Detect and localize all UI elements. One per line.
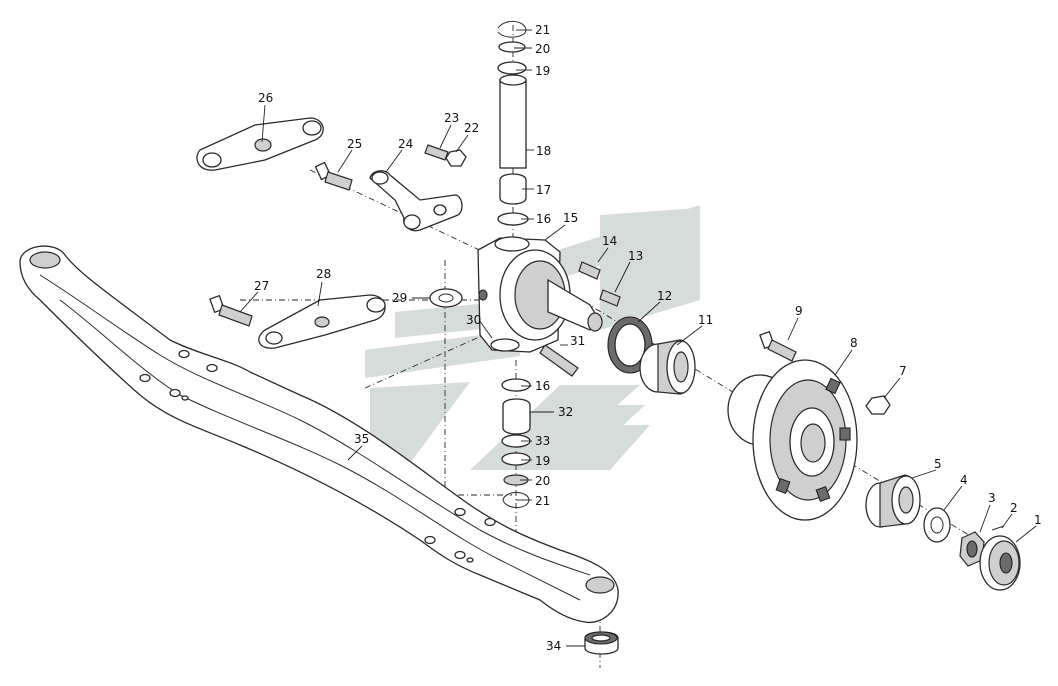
callout-22: 22 bbox=[464, 121, 479, 135]
bolt-14 bbox=[578, 261, 601, 280]
washer-4 bbox=[923, 507, 951, 543]
callout-25: 25 bbox=[347, 137, 362, 151]
callout-32: 32 bbox=[558, 405, 573, 419]
callout-33: 33 bbox=[535, 434, 550, 448]
callout-2: 2 bbox=[1010, 501, 1018, 515]
kingpin-lower bbox=[501, 378, 531, 508]
callout-23: 23 bbox=[444, 111, 459, 125]
callout-9: 9 bbox=[795, 304, 803, 318]
bolt-23 bbox=[424, 144, 449, 161]
pin-2 bbox=[991, 525, 1005, 531]
bolt-13 bbox=[599, 289, 621, 307]
bearing-5 bbox=[865, 474, 921, 528]
grease-fitting-30 bbox=[478, 289, 488, 301]
callout-19-bottom: 19 bbox=[535, 454, 550, 468]
hub-8 bbox=[727, 359, 858, 521]
callout-8: 8 bbox=[850, 336, 858, 350]
callout-16-top: 16 bbox=[536, 212, 551, 226]
callout-17: 17 bbox=[536, 183, 551, 197]
arm-28 bbox=[258, 294, 386, 349]
callout-27: 27 bbox=[254, 279, 269, 293]
axle-beam bbox=[19, 245, 619, 624]
arm-26 bbox=[196, 117, 324, 171]
bolt-31 bbox=[539, 344, 579, 377]
bushing-34 bbox=[584, 631, 619, 655]
callout-18: 18 bbox=[536, 144, 551, 158]
callout-20-top: 20 bbox=[535, 42, 550, 56]
callout-19-top: 19 bbox=[535, 64, 550, 78]
callout-14: 14 bbox=[602, 234, 617, 248]
bolt-25 bbox=[314, 161, 353, 191]
callout-11: 11 bbox=[698, 313, 713, 327]
kingpin-upper bbox=[497, 21, 529, 226]
callout-31: 31 bbox=[570, 334, 585, 348]
callout-35: 35 bbox=[354, 432, 369, 446]
callout-16-bottom: 16 bbox=[535, 379, 550, 393]
washer-29 bbox=[429, 288, 463, 308]
callout-20-bottom: 20 bbox=[535, 474, 550, 488]
callout-12: 12 bbox=[657, 289, 672, 303]
callout-3: 3 bbox=[988, 491, 996, 505]
leader-lines bbox=[239, 29, 1037, 647]
cap-1 bbox=[979, 535, 1021, 591]
steering-knuckle bbox=[477, 236, 603, 353]
callout-7: 7 bbox=[899, 364, 907, 378]
callout-28: 28 bbox=[316, 267, 331, 281]
callout-24: 24 bbox=[398, 137, 413, 151]
callout-26: 26 bbox=[258, 91, 273, 105]
callout-4: 4 bbox=[960, 473, 968, 487]
callout-1: 1 bbox=[1034, 513, 1042, 527]
bearing-11 bbox=[639, 339, 696, 395]
arm-24 bbox=[369, 170, 463, 232]
callout-21-top: 21 bbox=[535, 23, 550, 37]
axle-bolt-holes bbox=[139, 349, 496, 563]
bolt-9 bbox=[759, 330, 797, 362]
callout-34: 34 bbox=[546, 639, 561, 653]
nut-22 bbox=[445, 149, 467, 167]
callout-15: 15 bbox=[563, 211, 578, 225]
callout-21-bottom: 21 bbox=[535, 494, 550, 508]
bolt-27 bbox=[209, 294, 253, 327]
nut-7 bbox=[865, 395, 891, 415]
callout-13: 13 bbox=[628, 249, 643, 263]
bolts bbox=[209, 144, 891, 415]
callout-5: 5 bbox=[934, 457, 942, 471]
callout-29: 29 bbox=[392, 291, 407, 305]
callout-labels: 21 20 19 18 17 16 15 14 13 12 11 9 8 7 5… bbox=[254, 23, 1042, 653]
callout-30: 30 bbox=[466, 313, 481, 327]
